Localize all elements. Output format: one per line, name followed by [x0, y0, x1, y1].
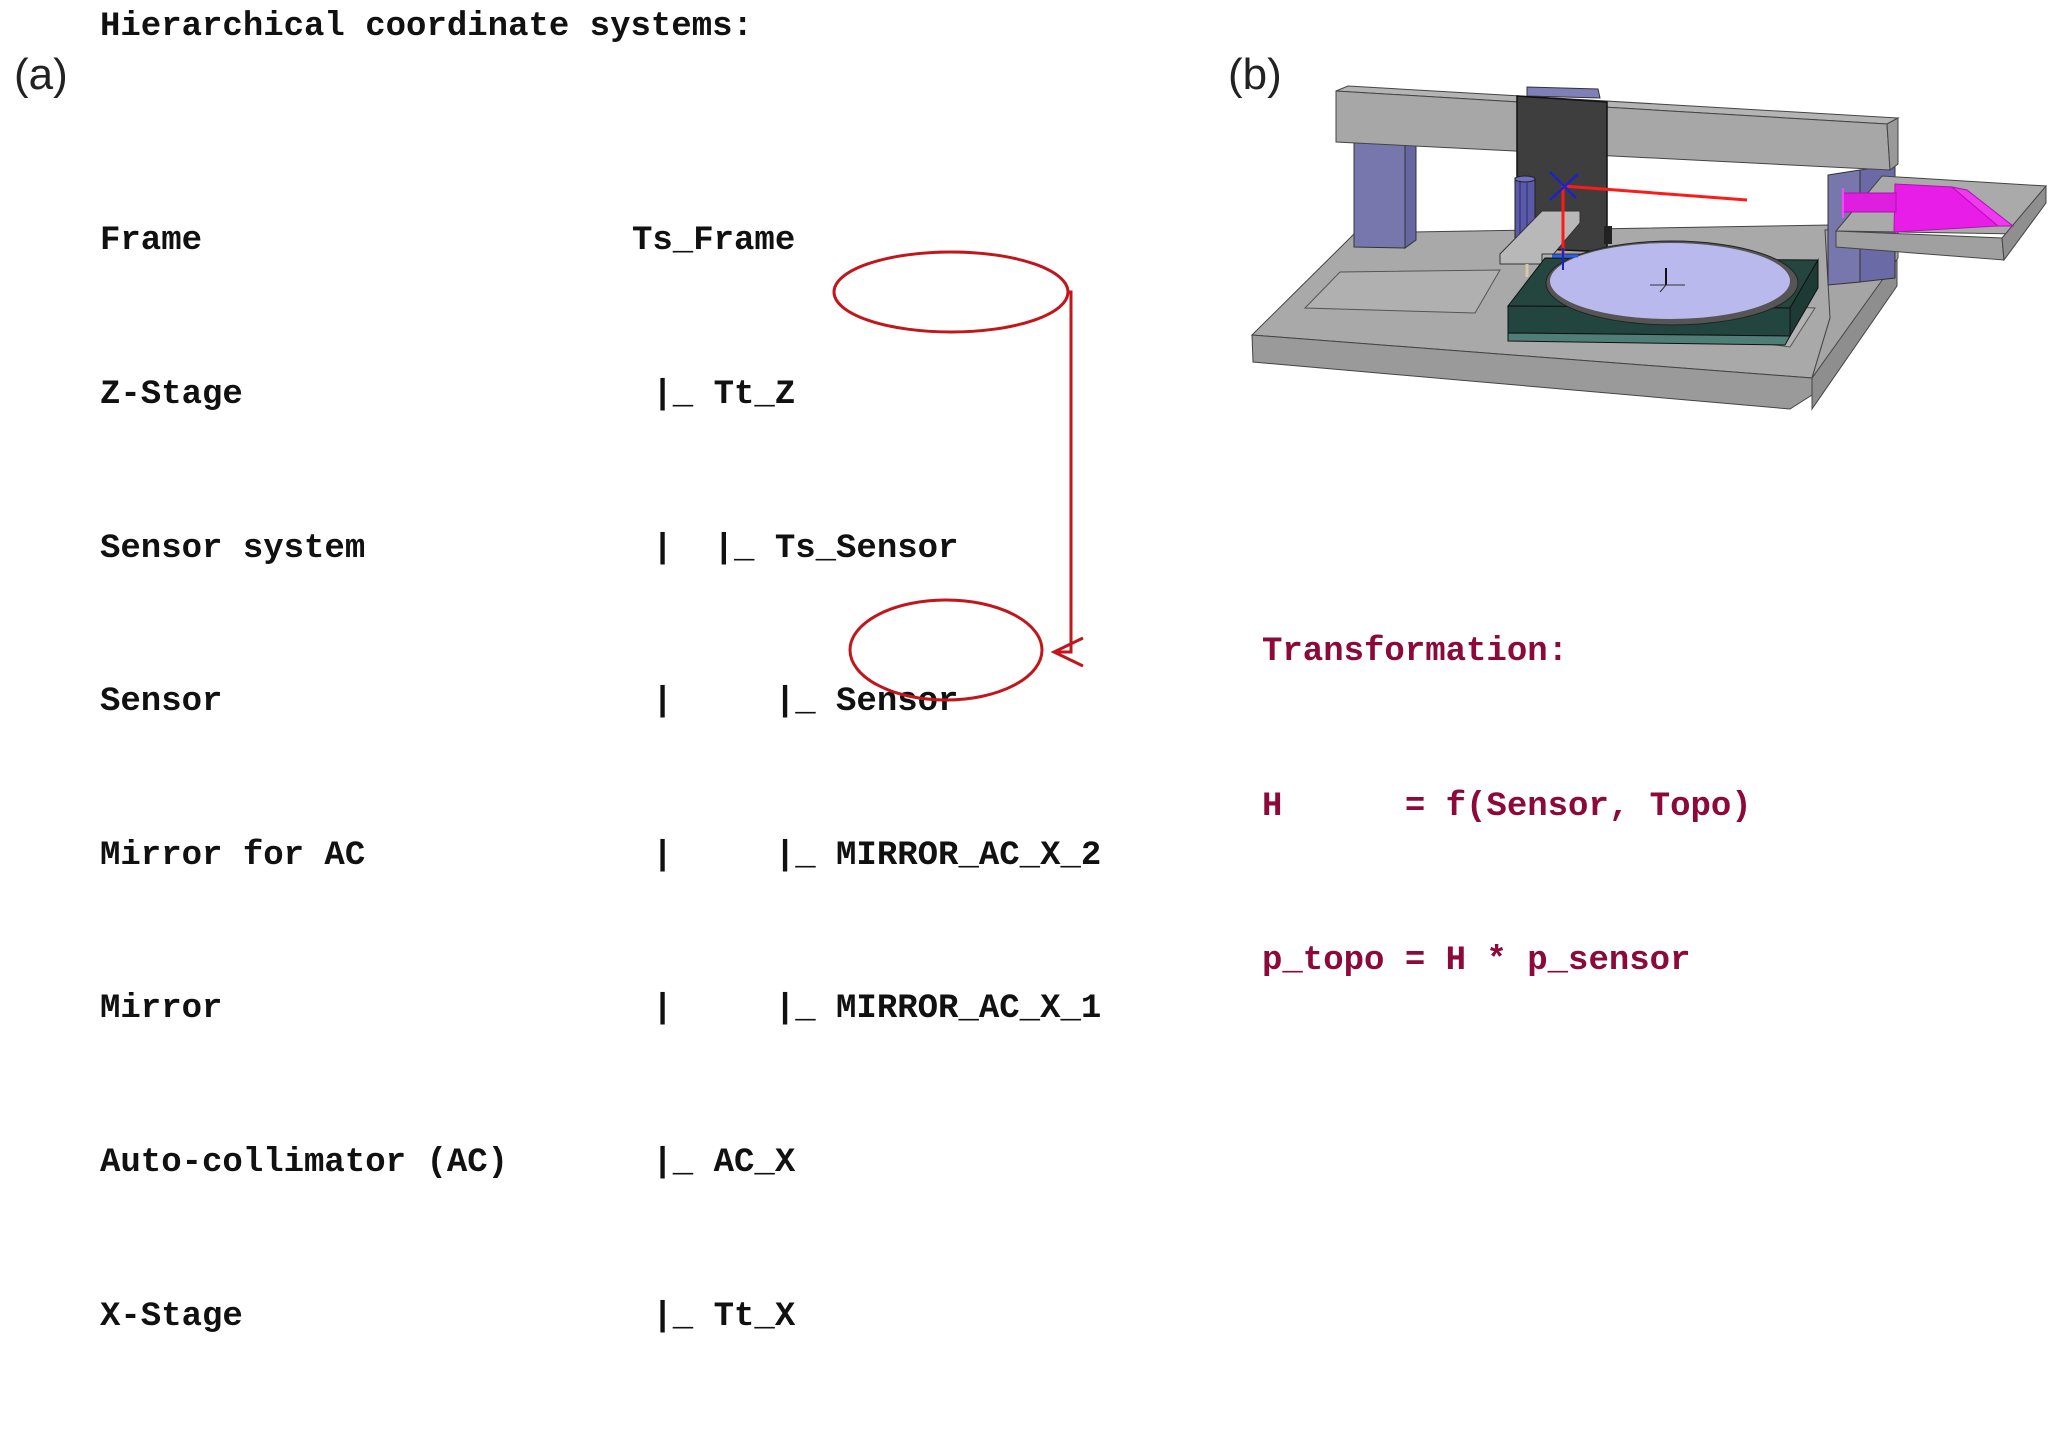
x-stage-rail: [1303, 269, 1501, 314]
sensor-probe-cap: [1514, 175, 1536, 183]
auto-collimator-bevel: [1950, 186, 2015, 227]
component-x-stage: X-Stage: [100, 1297, 243, 1336]
tree-node-ac-x: |_ AC_X: [632, 1144, 796, 1183]
tree-node-tt-z: |_ Tt_Z: [632, 376, 796, 415]
machine-rendering: [1250, 85, 2047, 411]
component-z-stage: Z-Stage: [100, 376, 243, 415]
transformation-heading: Transformation:: [1262, 633, 1569, 671]
tree-node-tt-x: |_ Tt_X: [632, 1297, 796, 1336]
z-carriage-clamp: [1604, 226, 1612, 244]
component-sensor: Sensor: [100, 683, 223, 722]
panel-b-label: (b): [1228, 50, 1282, 99]
transformation-equation-h: H = f(Sensor, Topo): [1262, 787, 1752, 826]
sensor-bracket: [1499, 210, 1581, 265]
connector-line: [1054, 290, 1073, 654]
component-mirror-for-ac: Mirror for AC: [100, 836, 366, 875]
wafer-surface: [1550, 243, 1790, 319]
figure-title: Hierarchical coordinate systems:: [100, 8, 753, 46]
topo-axis-y: [1659, 284, 1667, 293]
left-column: [1353, 141, 1406, 249]
topo-highlight-ellipse: [848, 598, 1044, 702]
component-frame: Frame: [100, 222, 203, 261]
panel-a-label: (a): [14, 50, 68, 99]
highlight-overlay: [832, 250, 1084, 702]
base-front: [1251, 334, 1813, 410]
left-column-side: [1404, 134, 1417, 249]
tree-node-mirror-ac-x-1: | |_ MIRROR_AC_X_1: [632, 990, 1102, 1029]
sensor-frame-axis: [1549, 173, 1579, 201]
sensor-highlight-ellipse: [832, 250, 1070, 334]
tree-node-mirror-ac-x-2: | |_ MIRROR_AC_X_2: [632, 836, 1102, 875]
rotation-table-base: [1507, 332, 1791, 346]
component-sensor-system: Sensor system: [100, 529, 366, 568]
tree-node-ts-frame: Ts_Frame: [632, 222, 796, 261]
tree-node-sensor: | |_ Sensor: [632, 683, 959, 722]
gantry-beam-end: [1886, 117, 1899, 171]
arrowhead-icon: [1050, 636, 1084, 668]
z-carriage-top: [1526, 86, 1601, 99]
rotation-table-side: [1789, 258, 1819, 338]
component-mirror: Mirror: [100, 990, 223, 1029]
sensor-frame-axis: [1549, 171, 1577, 199]
auto-collimator-tube: [1842, 192, 1897, 213]
ac-shelf-side: [2001, 184, 2047, 262]
tree-node-ts-sensor: | |_ Ts_Sensor: [632, 529, 959, 568]
component-auto-collimator: Auto-collimator (AC): [100, 1144, 509, 1183]
transformation-equation-p: p_topo = H * p_sensor: [1262, 942, 1691, 980]
